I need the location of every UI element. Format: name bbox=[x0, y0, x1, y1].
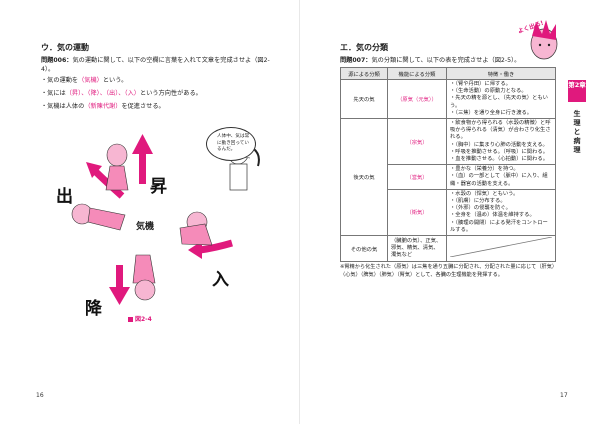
page-number-left: 16 bbox=[36, 392, 44, 399]
table-footnote: ※腎精から化生された（原気）は三焦を通り五臓に分配され、分配された量に応じて（肝… bbox=[340, 264, 555, 278]
pink-character-left bbox=[71, 203, 126, 231]
qi-motion-diagram bbox=[71, 134, 260, 305]
table-row: 後天の気 （宗気） ・飲食物から得られる（水穀の精微）と呼吸から得られる（清気）… bbox=[340, 118, 556, 237]
chapter-tab: 第2章 bbox=[568, 80, 586, 102]
section-title-classification: エ．気の分類 bbox=[340, 43, 388, 52]
table-row: その他の気 （臓腑の気）、正気、邪気、精気、清気、濁気など bbox=[340, 235, 556, 263]
page-number-right: 17 bbox=[560, 392, 568, 399]
label-out: 出 bbox=[56, 187, 73, 207]
qi-classification-table: 源による分類 機能による分類 特徴・働き 先天の気 （原気（元気）） ・（腎や丹… bbox=[340, 67, 556, 263]
speech-bubble: 人体中、気は常に動き回っているんだ。 bbox=[206, 127, 256, 161]
list-item: ・気の運動を（気機）という。 bbox=[41, 77, 128, 84]
table-row: （衛気） ・水穀の（悍気）ともいう。 ・（肌膚）に分布する。 ・（外邪）の侵襲を… bbox=[341, 188, 556, 237]
table-header-row: 源による分類 機能による分類 特徴・働き bbox=[340, 67, 556, 80]
label-down: 降 bbox=[85, 299, 102, 319]
problem-label: 問題007： bbox=[340, 57, 372, 64]
problem-label: 問題006： bbox=[41, 57, 73, 64]
list-item: ・気には（昇）、（降）、（出）、（入）という方向性がある。 bbox=[41, 90, 202, 97]
problem-006: 問題006：気の運動に関して、以下の空欄に言葉を入れて文章を完成させよ（図2-4… bbox=[41, 56, 276, 74]
header-features: 特徴・働き bbox=[446, 67, 556, 80]
label-center-qiji: 気機 bbox=[136, 222, 155, 232]
chapter-title: 生理と病理 bbox=[573, 110, 581, 154]
problem-text: 気の運動に関して、以下の空欄に言葉を入れて文章を完成させよ（図2-4）。 bbox=[41, 57, 270, 73]
out-arrow-icon bbox=[86, 162, 125, 199]
section-title-motion: ウ．気の運動 bbox=[41, 43, 89, 52]
badge-character-icon bbox=[530, 20, 558, 60]
label-up: 昇 bbox=[150, 177, 167, 197]
header-source: 源による分類 bbox=[340, 67, 388, 80]
up-arrow-icon bbox=[132, 134, 153, 184]
pink-character-bottom bbox=[132, 254, 156, 301]
figure-label: 図2-4 bbox=[128, 314, 152, 323]
label-in: 入 bbox=[212, 270, 229, 290]
in-arrow-icon bbox=[188, 239, 233, 259]
list-item: ・気機は人体の（新陳代謝）を促進させる。 bbox=[41, 103, 165, 110]
blank-cell-diagonal bbox=[449, 236, 553, 258]
header-function: 機能による分類 bbox=[387, 67, 447, 80]
pink-character-top bbox=[105, 143, 129, 191]
table-row: （営気） ・豊かな（栄養分）を持つ。 ・（血）の一部として（脈中）に入り、組織・… bbox=[341, 164, 556, 190]
down-arrow-icon bbox=[109, 265, 130, 305]
table-row: 先天の気 （原気（元気）） ・（腎や丹田）に帰する。 ・（生命活動）の原動力とな… bbox=[340, 78, 556, 120]
problem-text: 気の分類に関して、以下の表を完成させよ（図2-5）。 bbox=[371, 57, 521, 64]
left-page: ウ．気の運動 問題006：気の運動に関して、以下の空欄に言葉を入れて文章を完成さ… bbox=[36, 43, 276, 399]
page-gutter bbox=[299, 0, 300, 424]
problem-007: 問題007：気の分類に関して、以下の表を完成させよ（図2-5）。 bbox=[340, 56, 540, 65]
pink-character-right bbox=[179, 211, 213, 246]
